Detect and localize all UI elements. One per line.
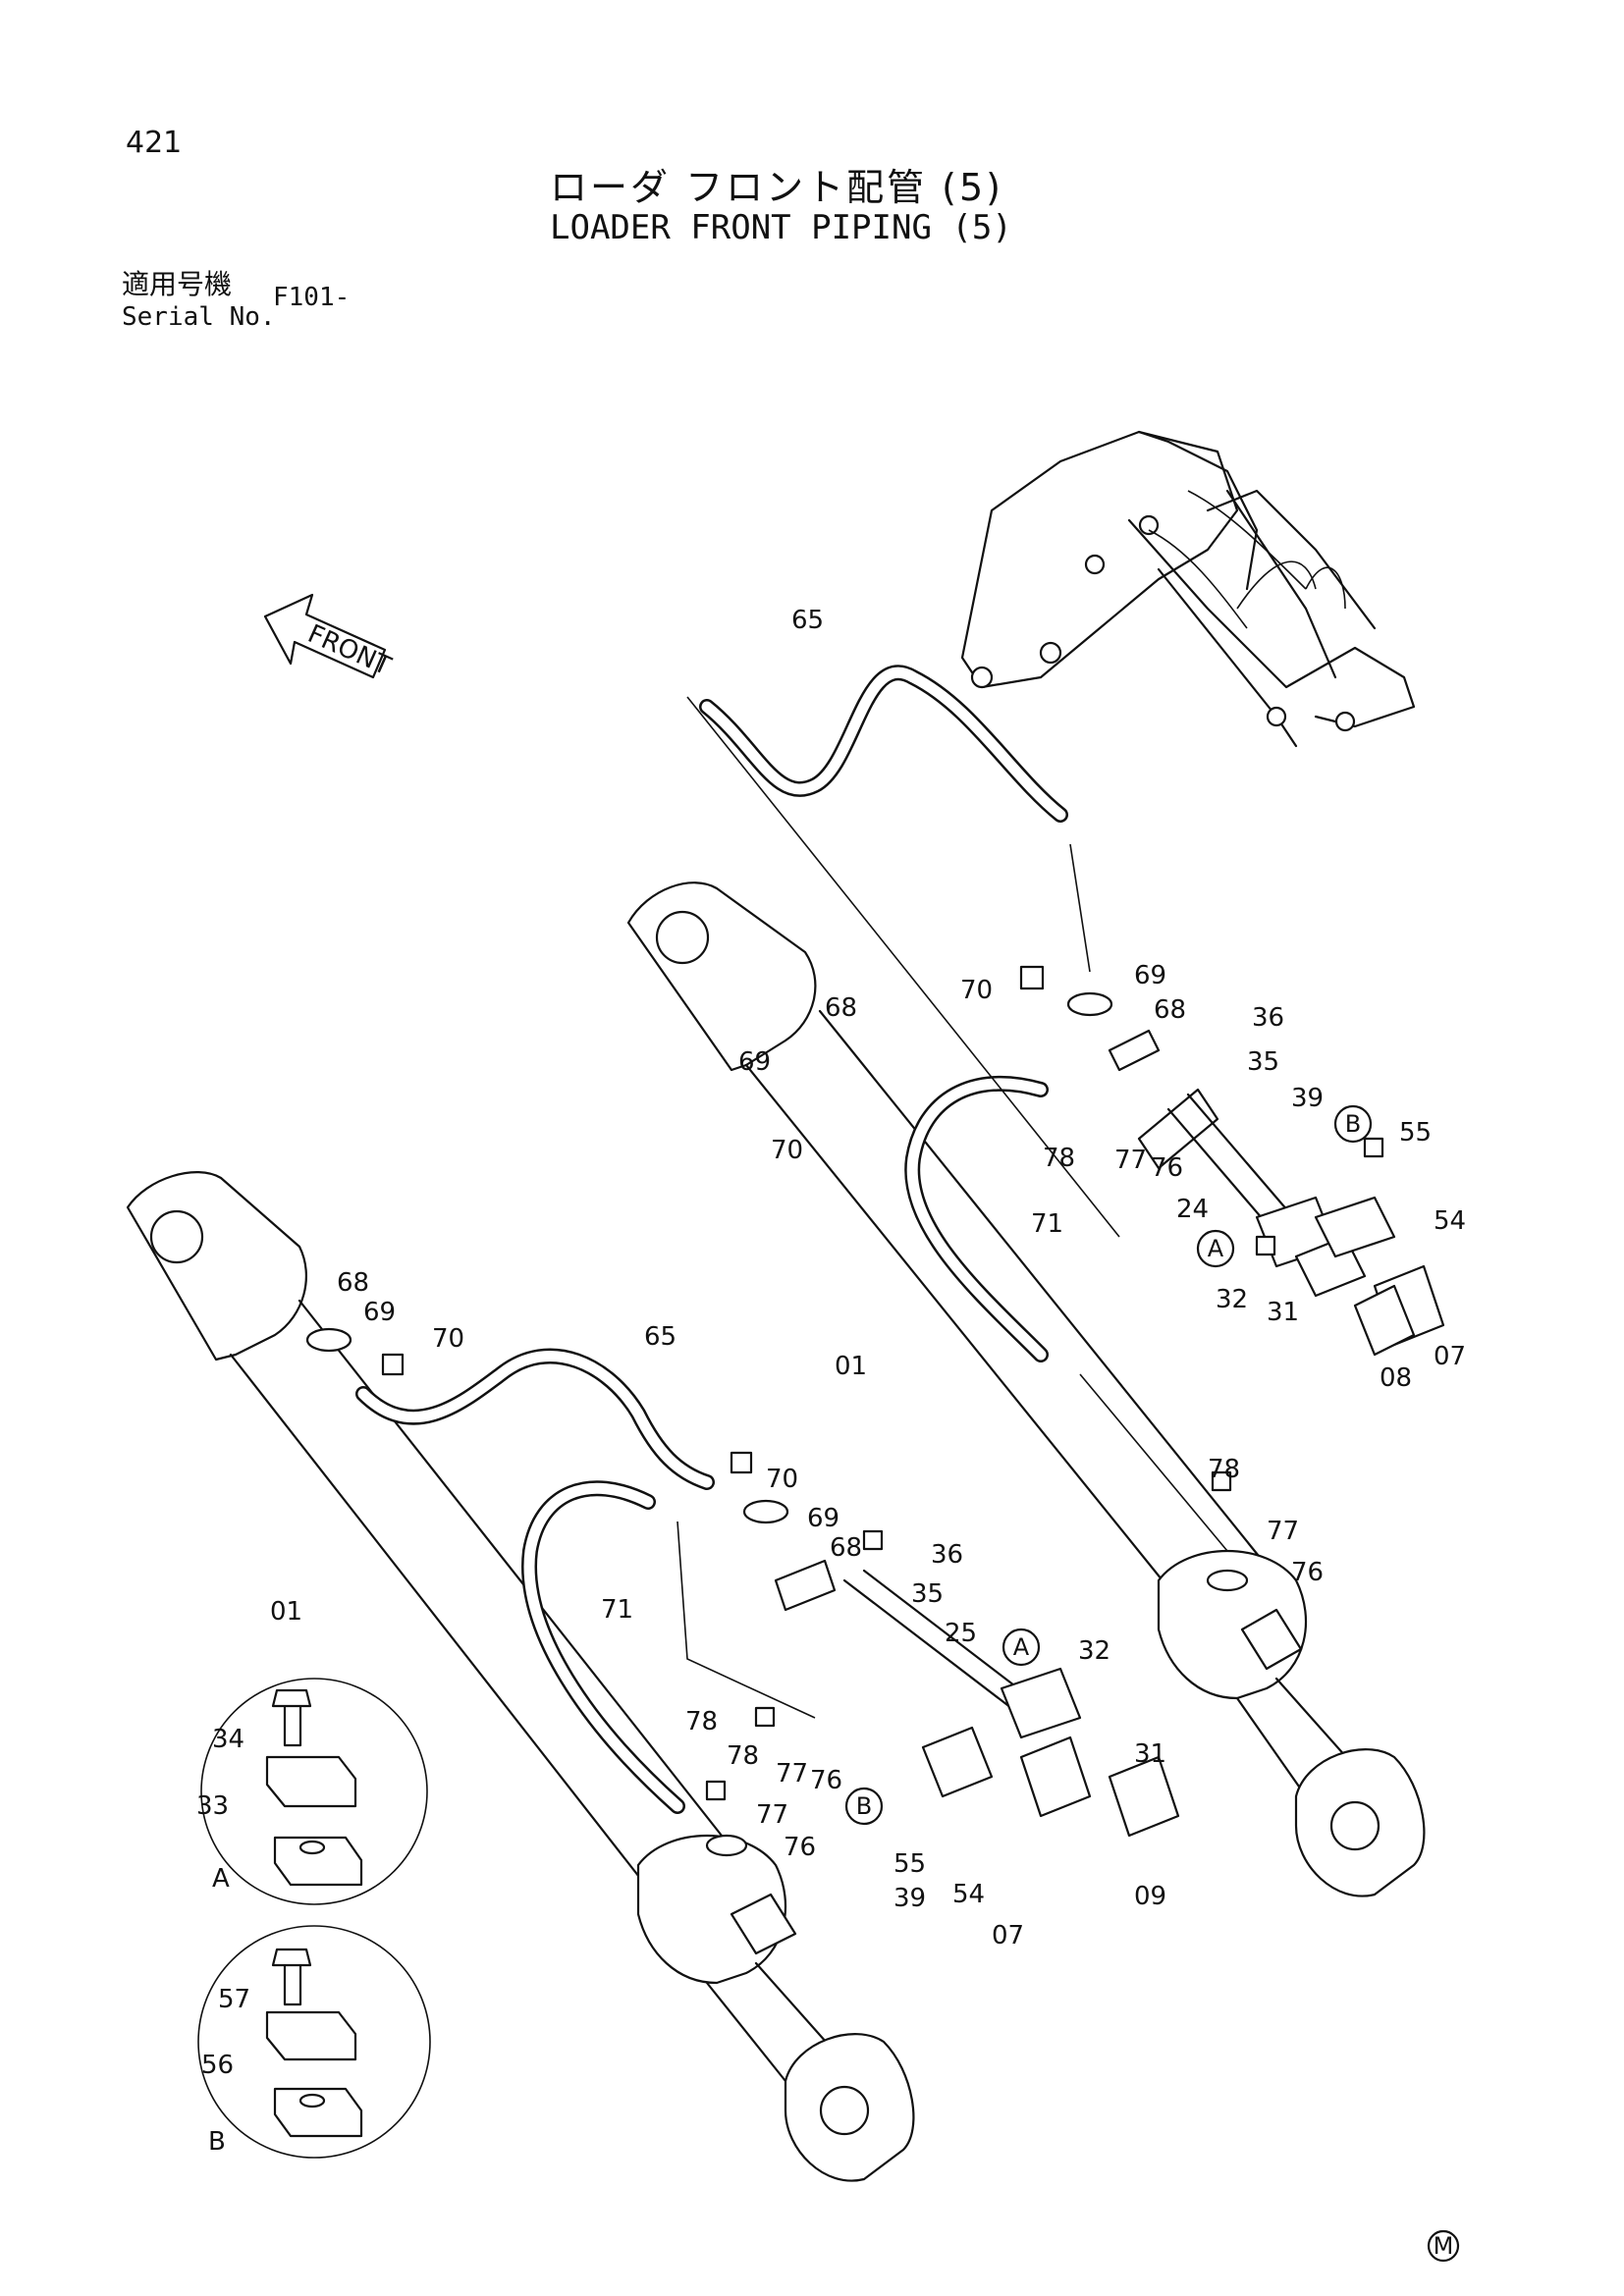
- circle-ref-label: A: [1013, 1633, 1030, 1661]
- callout-label: 08: [1380, 1363, 1412, 1393]
- callout-label: 68: [825, 993, 857, 1023]
- callout-label: 25: [945, 1619, 977, 1648]
- callout-label: 76: [1291, 1558, 1324, 1587]
- callout-label: 07: [992, 1921, 1024, 1950]
- callout-label: 35: [911, 1579, 944, 1609]
- callout-label: 54: [952, 1880, 985, 1909]
- callout-label: 24: [1176, 1195, 1209, 1224]
- detail-view-label: A: [212, 1864, 230, 1894]
- lower-callout-labels: 68 69 70 65 70 69 68 36 35 01 71 25 32 3…: [270, 1268, 1166, 1950]
- callout-label: 35: [1247, 1047, 1279, 1077]
- upper-manifold-parts: [1019, 965, 1445, 1592]
- callout-label: 36: [1252, 1003, 1284, 1033]
- callout-label: 09: [1134, 1882, 1166, 1911]
- callout-label: 70: [771, 1136, 803, 1165]
- callout-label: 54: [1434, 1206, 1466, 1236]
- callout-label: 69: [1134, 961, 1166, 990]
- callout-label: 33: [196, 1791, 229, 1821]
- page-title-english: LOADER FRONT PIPING (5): [550, 208, 1012, 247]
- callout-label: 65: [791, 606, 824, 635]
- lower-cylinder: [126, 1171, 915, 2182]
- callout-label: 77: [1267, 1517, 1299, 1546]
- circle-reference-b-lower: B: [844, 1787, 884, 1826]
- lower-hoses: [355, 1348, 816, 1814]
- callout-label: 78: [685, 1707, 718, 1736]
- callout-label: 39: [1291, 1084, 1324, 1113]
- detail-view-b: 57 56 B: [197, 1925, 431, 2159]
- serial-label-japanese: 適用号機: [122, 268, 233, 300]
- upper-cylinder: [626, 881, 1426, 1897]
- callout-label: 76: [784, 1833, 816, 1862]
- circle-ref-label: B: [856, 1792, 872, 1820]
- serial-value: F101-: [273, 283, 351, 312]
- callout-label: 76: [810, 1766, 842, 1795]
- callout-label: 65: [644, 1322, 677, 1352]
- lower-manifold-parts: [305, 1327, 1180, 1857]
- callout-label: 34: [212, 1725, 244, 1754]
- upper-callout-labels: 65 70 69 68 36 35 68 69 70 78 77 76 39 2…: [738, 606, 1466, 1587]
- circle-ref-label: A: [1208, 1235, 1224, 1262]
- callout-label: 39: [893, 1884, 926, 1913]
- callout-label: 68: [337, 1268, 369, 1298]
- callout-label: 01: [835, 1352, 867, 1381]
- callout-label: 07: [1434, 1342, 1466, 1371]
- serial-label-english: Serial No.: [122, 302, 276, 332]
- callout-label: 70: [960, 976, 993, 1005]
- callout-label: 32: [1216, 1285, 1248, 1314]
- callout-label: 57: [218, 1985, 250, 2014]
- detail-view-a: 34 33 A: [196, 1678, 428, 1905]
- callout-label: 01: [270, 1597, 302, 1627]
- callout-label: 70: [432, 1324, 464, 1354]
- callout-label: 70: [766, 1465, 798, 1494]
- callout-label: 32: [1078, 1636, 1110, 1666]
- detail-view-label: B: [208, 2127, 226, 2157]
- footer-mark: M: [1427, 2229, 1460, 2263]
- callout-label: 68: [830, 1533, 862, 1563]
- callout-label: 77: [776, 1759, 808, 1789]
- callout-label: 69: [738, 1047, 771, 1077]
- callout-label: 31: [1134, 1739, 1166, 1769]
- callout-label: 69: [363, 1298, 396, 1327]
- footer-mark-label: M: [1434, 2232, 1454, 2260]
- callout-label: 55: [1399, 1118, 1432, 1148]
- front-direction-arrow: FRONT: [263, 593, 395, 682]
- callout-label: 78: [1043, 1144, 1075, 1173]
- page-number: 421: [126, 126, 183, 160]
- callout-label: 69: [807, 1504, 839, 1533]
- page-title-japanese: ローダ フロント配管 (5): [550, 166, 1003, 209]
- circle-ref-label: B: [1345, 1110, 1361, 1138]
- callout-label: 56: [201, 2051, 234, 2080]
- callout-label: 77: [1114, 1146, 1147, 1175]
- callout-label: 78: [727, 1741, 759, 1771]
- circle-reference-a-upper: A: [1196, 1229, 1235, 1268]
- machine-overview-sketch: [960, 430, 1416, 748]
- circle-reference-a-lower: A: [1001, 1628, 1041, 1667]
- callout-label: 71: [1031, 1209, 1063, 1239]
- callout-label: 71: [601, 1595, 633, 1625]
- front-arrow-label: FRONT: [303, 619, 395, 682]
- callout-label: 68: [1154, 995, 1186, 1025]
- circle-reference-b-upper: B: [1333, 1104, 1373, 1144]
- callout-label: 31: [1267, 1298, 1299, 1327]
- callout-label: 76: [1151, 1153, 1183, 1183]
- callout-label: 55: [893, 1849, 926, 1879]
- upper-hoses: [686, 665, 1228, 1552]
- callout-label: 77: [756, 1800, 788, 1830]
- callout-label: 36: [931, 1540, 963, 1570]
- callout-label: 78: [1208, 1455, 1240, 1484]
